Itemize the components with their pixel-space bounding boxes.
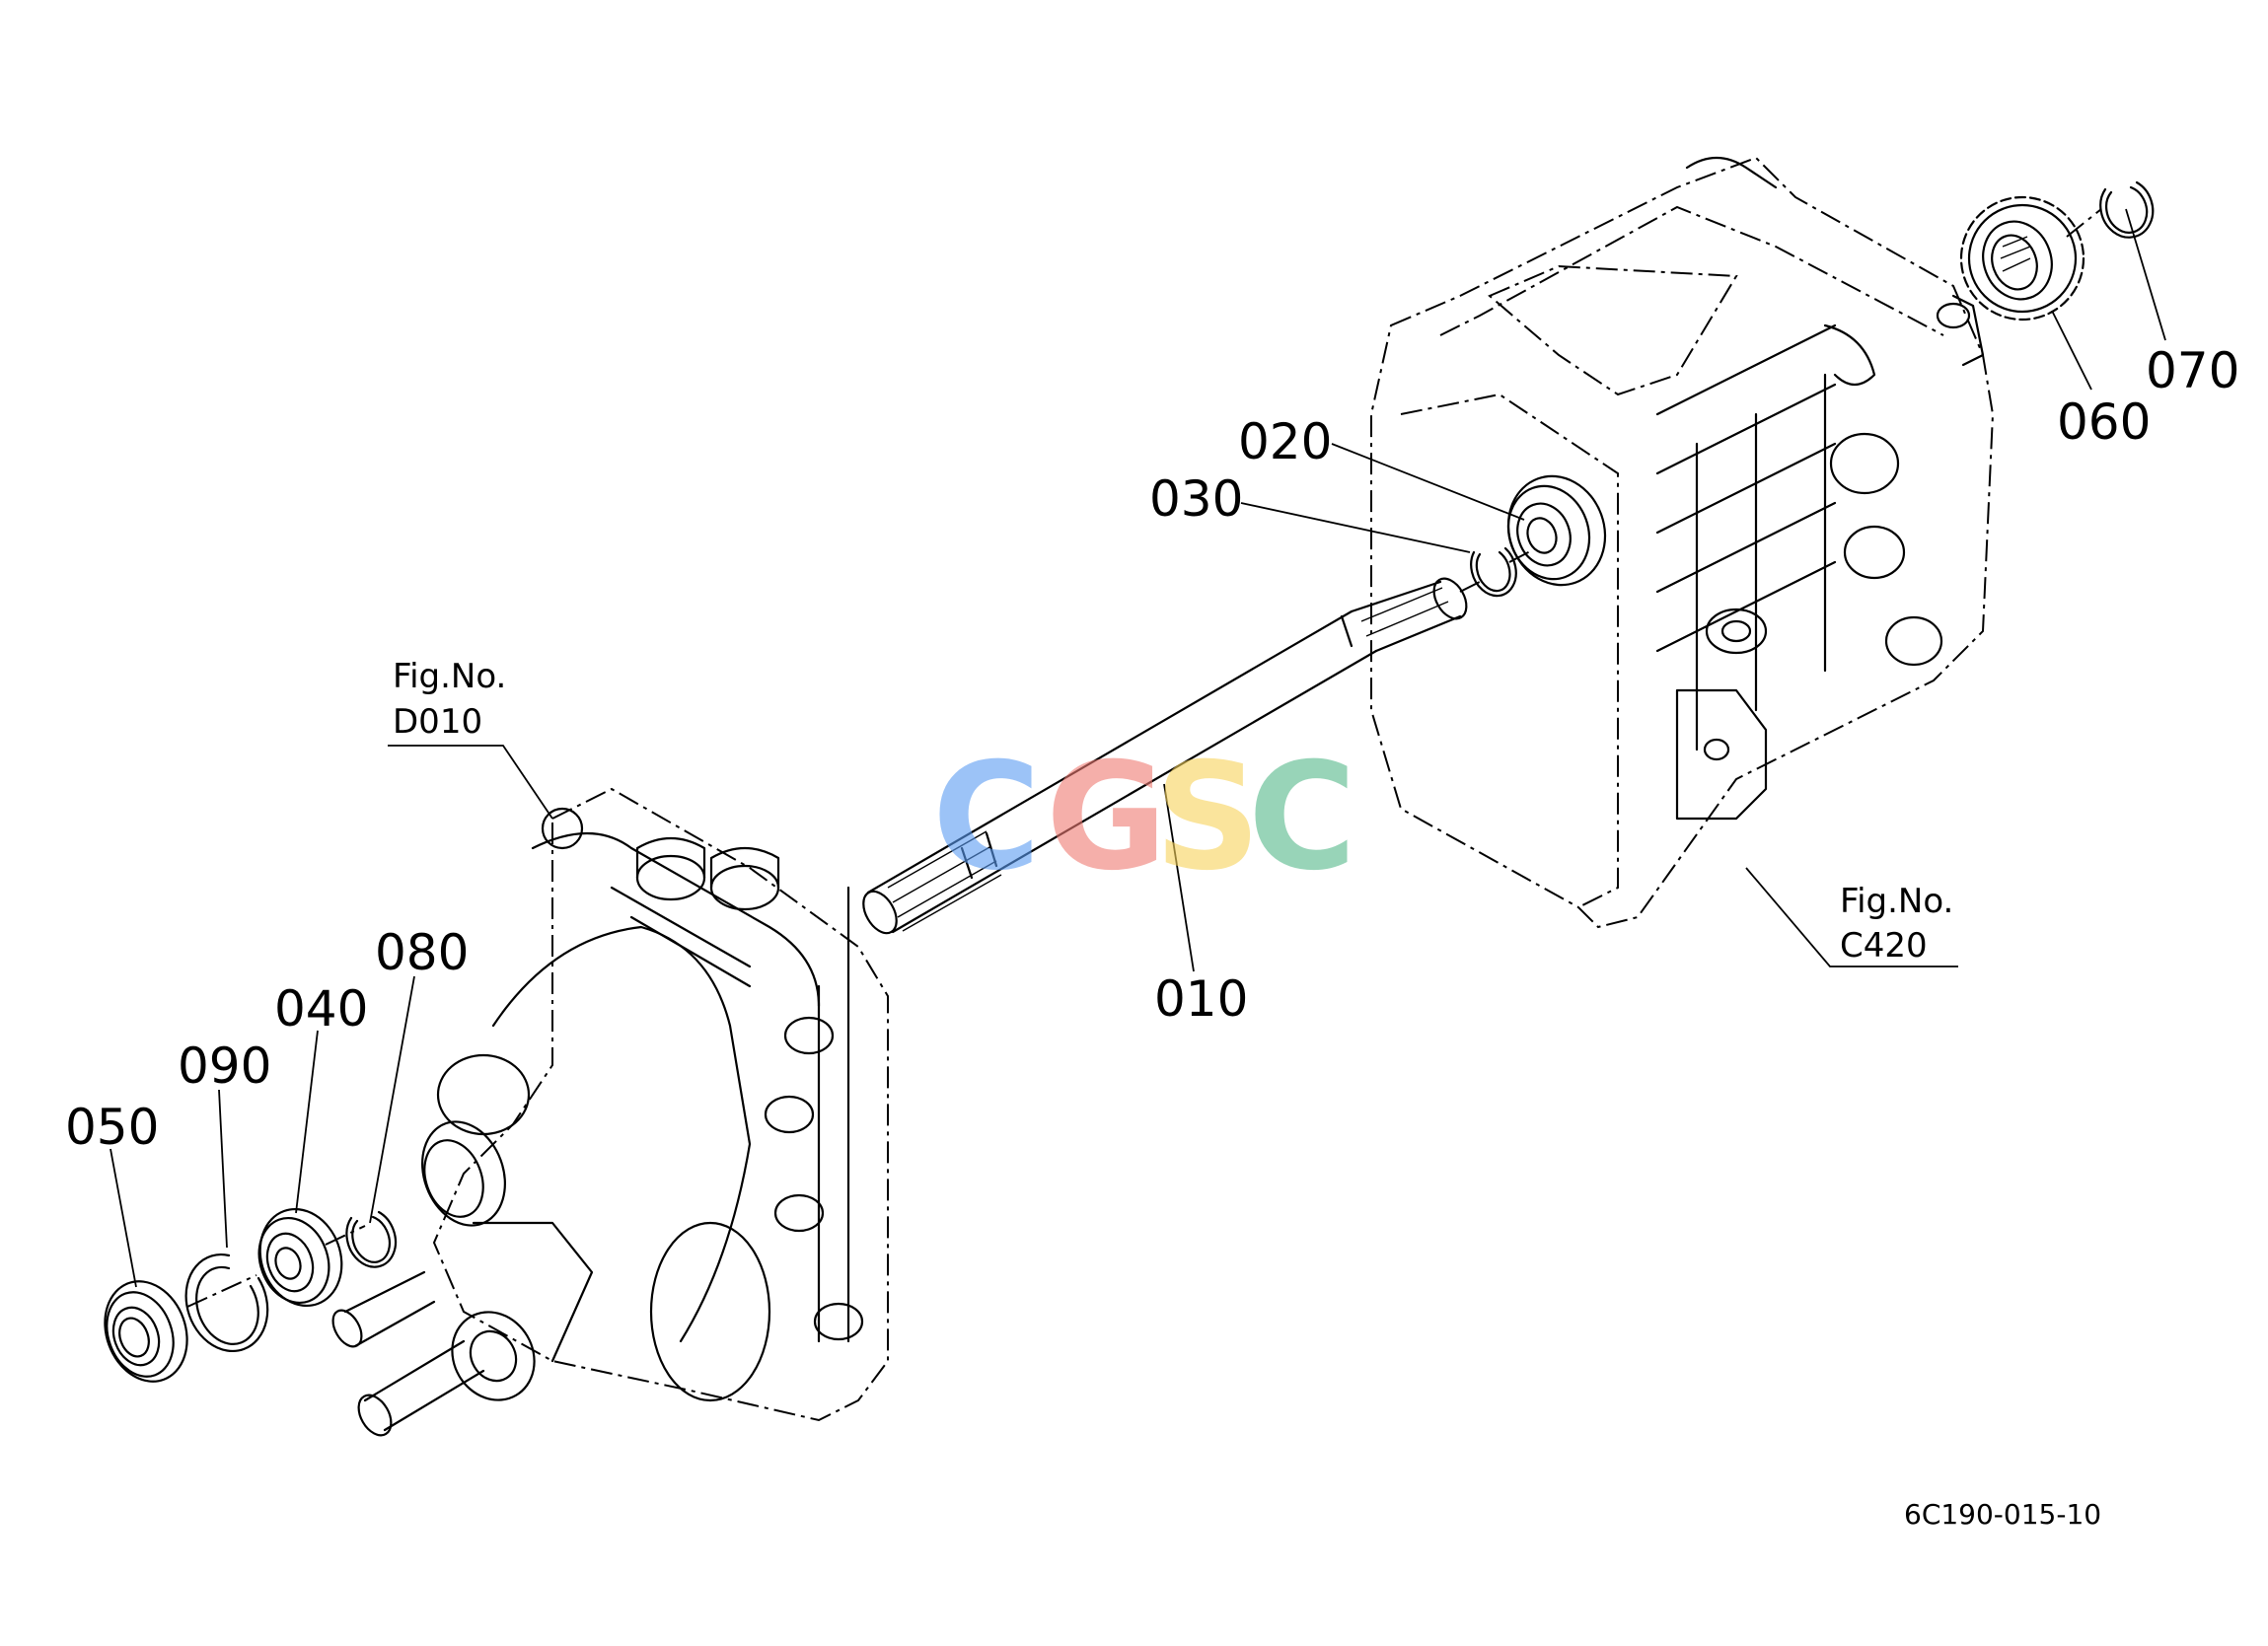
label-010: 010 <box>1154 970 1248 1028</box>
part-040-bearing <box>257 1207 343 1308</box>
label-050: 050 <box>65 1099 159 1156</box>
gear-axis <box>2066 208 2102 238</box>
leader-lines <box>110 208 2166 1288</box>
ref-right-line2: C420 <box>1840 926 1928 966</box>
ref-right-line1: Fig.No. <box>1840 882 1953 921</box>
label-060: 060 <box>2057 394 2151 451</box>
watermark-letter-4: C <box>1248 732 1356 903</box>
part-020-bearing <box>1506 474 1607 587</box>
assembly-axis <box>186 548 1535 1308</box>
watermark-letter-2: G <box>1046 732 1167 903</box>
watermark-letter-1: C <box>932 732 1041 903</box>
part-050-oil-seal <box>104 1280 188 1383</box>
label-070: 070 <box>2146 342 2239 399</box>
left-housing-d010 <box>331 787 889 1437</box>
right-housing-c420 <box>1370 156 1995 929</box>
part-080-snap-ring <box>345 1210 398 1268</box>
watermark-logo: C G S C <box>932 732 1356 903</box>
part-030-snap-ring <box>1470 546 1517 598</box>
part-090-circlip <box>184 1253 269 1353</box>
ref-left-line2: D010 <box>393 702 482 742</box>
label-080: 080 <box>375 924 469 981</box>
label-020: 020 <box>1238 413 1332 470</box>
drawing-code: 6C190-015-10 <box>1904 1498 2101 1531</box>
ref-left-line1: Fig.No. <box>393 657 506 696</box>
part-060-gear <box>1959 195 2085 322</box>
label-030: 030 <box>1149 470 1243 528</box>
label-090: 090 <box>178 1038 271 1095</box>
label-040: 040 <box>274 980 368 1038</box>
watermark-letter-3: S <box>1154 732 1261 903</box>
